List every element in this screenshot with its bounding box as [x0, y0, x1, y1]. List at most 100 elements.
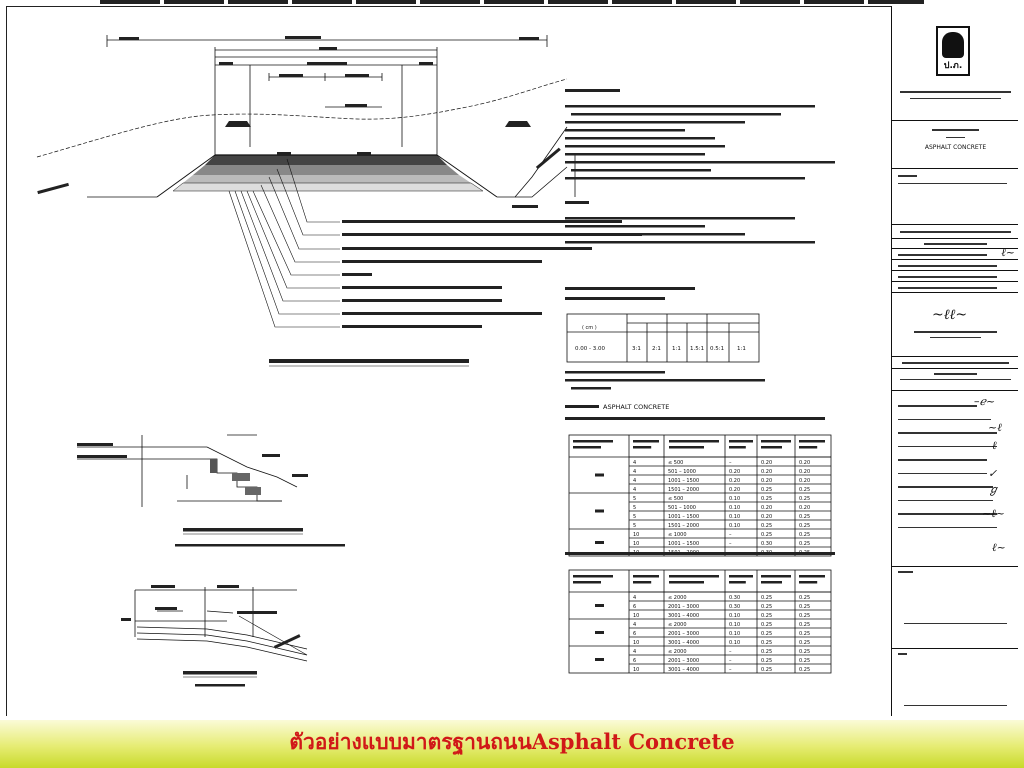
standard-title-box: ASPHALT CONCRETE [892, 120, 1018, 168]
table-cell: ≤ 2000 [668, 649, 687, 655]
table-cell: 4 [633, 469, 636, 475]
table-cell: 5 [633, 505, 636, 511]
table-header-mark [799, 446, 818, 449]
bench-cut-subtitle-mark [175, 544, 345, 547]
table-cell: 0.25 [799, 514, 810, 520]
table-cell: 0.25 [799, 667, 810, 673]
table-cell: 0.20 [729, 487, 740, 493]
table-cell: – [729, 460, 732, 466]
slope-table-cell: 2:1 [652, 346, 661, 352]
table-cell: 0.20 [799, 478, 810, 484]
department-logo: ป.ภ. [936, 26, 970, 76]
table-cell: 3001 – 4000 [668, 667, 699, 673]
signature-row [892, 270, 1018, 281]
table-cell: 0.10 [729, 622, 740, 628]
shoulder-detail [121, 585, 308, 662]
table-header-mark [729, 446, 746, 449]
materials-heading: ASPHALT CONCRETE [603, 403, 669, 411]
table-group-label-mark [595, 541, 604, 544]
consultant-header [892, 238, 1018, 248]
dimension-label-marks [119, 36, 539, 107]
title-block: ป.ภ. ASPHALT CONCRETE ℓ~ ~ℓℓ~ [891, 6, 1018, 716]
table-cell: 0.25 [799, 649, 810, 655]
table-cell: 0.25 [761, 622, 772, 628]
table-header-mark [573, 440, 613, 443]
table-header-mark [729, 581, 746, 584]
department-name [892, 88, 1018, 104]
table-header-mark [799, 581, 818, 584]
table-cell: 1001 – 1500 [668, 514, 699, 520]
bench-cut-title-mark [183, 528, 303, 532]
natural-ground-line [36, 78, 568, 158]
table-cell: 0.10 [729, 640, 740, 646]
table-cell: – [729, 667, 732, 673]
table-header-mark [633, 440, 659, 443]
table-header-mark [799, 575, 825, 578]
table-cell: 1501 – 2000 [668, 487, 699, 493]
table-header-mark [669, 575, 719, 578]
table-cell: 5 [633, 514, 636, 520]
table-cell: 0.25 [799, 595, 810, 601]
table-cell: 6 [633, 604, 636, 610]
pavement-layers [156, 154, 498, 198]
table-cell: 0.25 [761, 523, 772, 529]
table-cell: 10 [633, 613, 639, 619]
slope-table: ( cm ) 0.00 - 3.00 3:1 2:1 1:1 1.5:1 0.5… [566, 313, 760, 363]
table-cell: 0.25 [799, 496, 810, 502]
table-cell: 0.25 [761, 487, 772, 493]
table-cell: 10 [633, 532, 639, 538]
table-cell: 0.25 [799, 487, 810, 493]
table-header-mark [573, 446, 601, 449]
remarks-box [892, 566, 1018, 648]
table-header-mark [799, 440, 825, 443]
slope-label-marks [37, 147, 561, 208]
table-cell: 0.10 [729, 631, 740, 637]
table-cell: 0.25 [799, 532, 810, 538]
table-cell: 0.25 [761, 496, 772, 502]
table-cell: 0.10 [729, 613, 740, 619]
table-cell: 5 [633, 496, 636, 502]
table-cell: 4 [633, 478, 636, 484]
table-cell: – [729, 532, 732, 538]
bench-cut-detail [77, 434, 308, 507]
table-cell: 1001 – 1500 [668, 478, 699, 484]
table-cell: 0.25 [761, 613, 772, 619]
table-cell: 0.10 [729, 523, 740, 529]
table-cell: ≤ 2000 [668, 622, 687, 628]
table-cell: 0.30 [761, 541, 772, 547]
table-header-mark [573, 575, 613, 578]
table-cell: 0.25 [799, 604, 810, 610]
table-cell: ≤ 2000 [668, 595, 687, 601]
material-leader-lines [228, 158, 340, 328]
material-note-marks [342, 220, 642, 328]
table-cell: – [729, 541, 732, 547]
table-cell: 4 [633, 622, 636, 628]
table-cell: 0.25 [761, 658, 772, 664]
table-cell: 0.10 [729, 514, 740, 520]
slide-footer: ตัวอย่างแบบมาตรฐานถนนAsphalt Concrete [0, 720, 1024, 768]
table-cell: ≤ 500 [668, 460, 683, 466]
table-cell: 0.25 [799, 523, 810, 529]
table-cell: 4 [633, 595, 636, 601]
table-cell: 0.25 [761, 640, 772, 646]
table-cell: 0.20 [799, 505, 810, 511]
table-cell: 0.25 [799, 613, 810, 619]
committee-chair [892, 368, 1018, 390]
table-cell: 0.25 [761, 631, 772, 637]
table-cell: 5 [633, 523, 636, 529]
slope-table-header-unit: ( cm ) [582, 325, 597, 331]
table-frame [568, 434, 832, 557]
table-cell: 0.25 [761, 667, 772, 673]
committee-header [892, 356, 1018, 368]
table-header-mark [633, 446, 652, 449]
table-cell: 0.10 [729, 505, 740, 511]
table-cell: – [729, 658, 732, 664]
table-header-mark [761, 440, 791, 443]
signature-row [892, 259, 1018, 270]
approval-box [892, 648, 1018, 716]
slope-table-section: ( cm ) 0.00 - 3.00 3:1 2:1 1:1 1.5:1 0.5… [565, 287, 765, 390]
table-header-mark [633, 581, 652, 584]
table-cell: 10 [633, 640, 639, 646]
